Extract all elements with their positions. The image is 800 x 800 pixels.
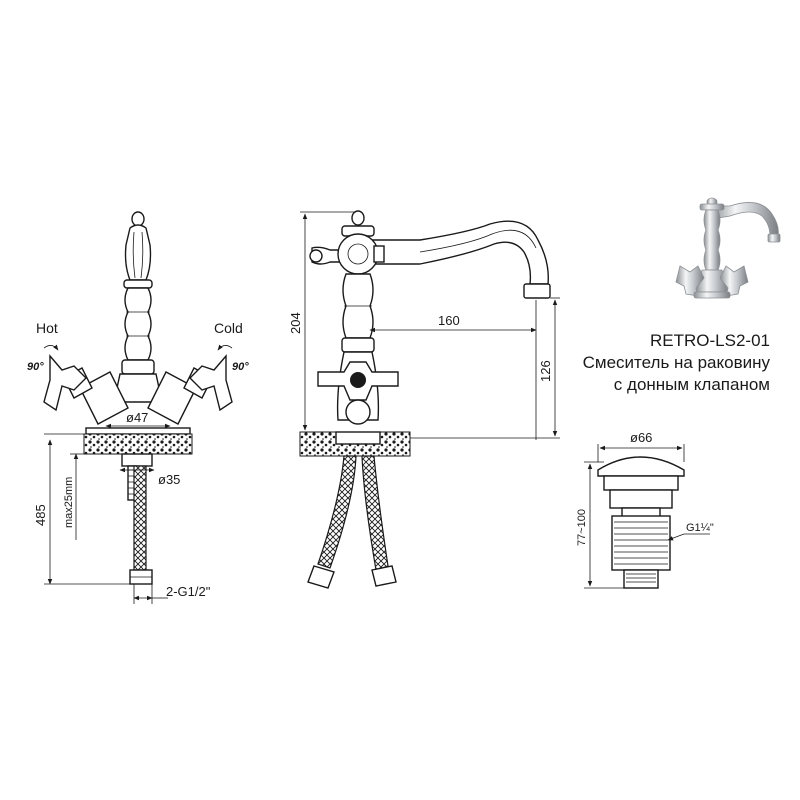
front-view: Hot Cold 90° 90° ø47 ø35 485 max25mm 2-G…: [27, 211, 249, 604]
rotation-right-label: 90°: [232, 361, 249, 373]
dim-spout-height: 126: [538, 360, 553, 382]
side-aerator: [523, 283, 551, 299]
product-photo: [675, 197, 781, 299]
product-description-line1: Смеситель на раковину: [582, 353, 770, 372]
side-view: 204 160 126: [288, 210, 560, 589]
rotation-left-label: 90°: [27, 361, 44, 373]
drain-valve: ø66 77~100 G1¼": [576, 430, 714, 589]
dim-drain-diameter: ø66: [630, 430, 652, 445]
front-cold-valve: [147, 354, 233, 425]
dim-side-height: 204: [288, 312, 303, 334]
front-top-finial: [124, 211, 152, 281]
dim-drain-thread: G1¼": [686, 522, 714, 534]
drain-cap: [597, 456, 685, 477]
front-column: [113, 279, 163, 403]
product-caption: RETRO-LS2-01 Смеситель на раковину с дон…: [510, 330, 770, 396]
side-spout: [359, 220, 549, 285]
front-countertop: [83, 433, 193, 455]
front-supply-hose: [133, 465, 147, 571]
dim-drain-height: 77~100: [576, 509, 588, 546]
side-hose-left: [317, 455, 357, 569]
hot-label: Hot: [36, 320, 58, 336]
side-hose-right: [361, 455, 389, 571]
dim-total-height: 485: [33, 504, 48, 526]
dim-max-thickness: max25mm: [63, 477, 75, 528]
dim-shank-diameter: ø35: [158, 472, 180, 487]
product-description-line2: с донным клапаном: [613, 375, 770, 394]
front-hot-valve: [43, 354, 129, 425]
product-model: RETRO-LS2-01: [650, 331, 770, 350]
dim-connection: 2-G1/2": [166, 584, 211, 599]
dim-base-diameter: ø47: [126, 410, 148, 425]
dim-reach: 160: [438, 313, 460, 328]
cold-label: Cold: [214, 320, 243, 336]
